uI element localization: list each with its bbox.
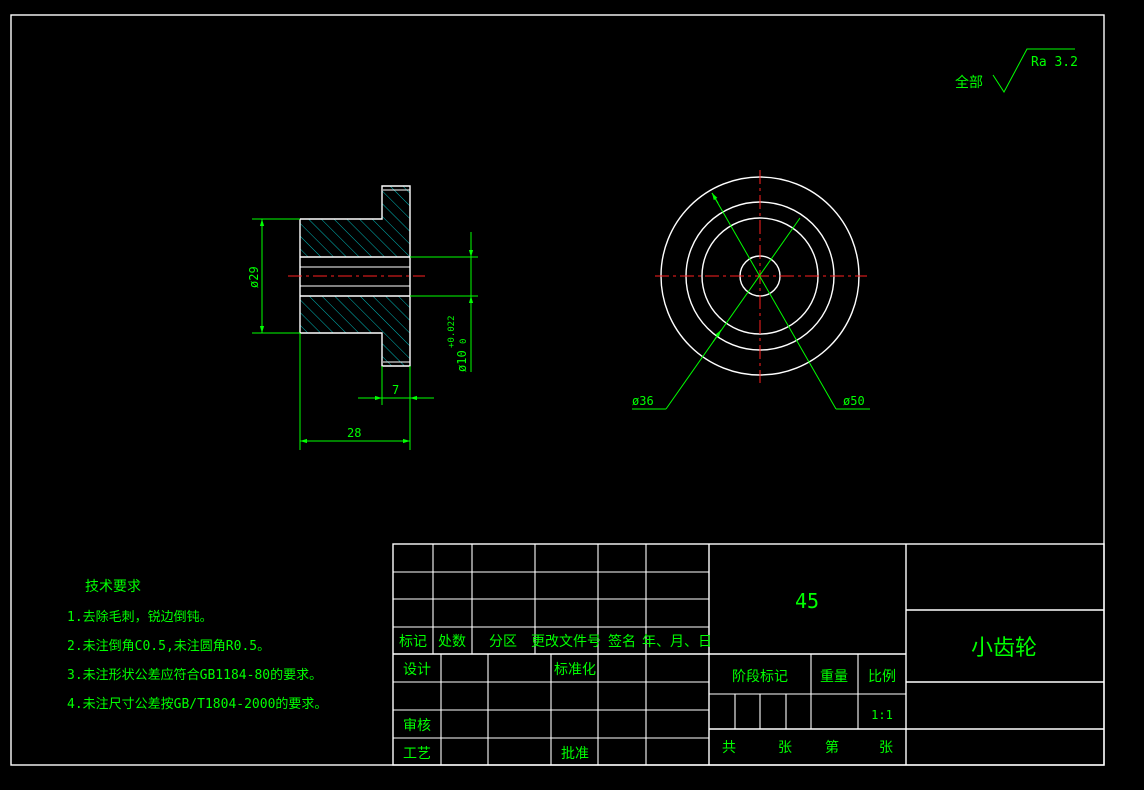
standardize-label: 标准化: [554, 662, 596, 678]
dim-tol-lower: 0: [459, 339, 469, 344]
dim-d36: ø36: [632, 394, 654, 408]
approve-label: 批准: [561, 746, 589, 762]
tech-requirements: 技术要求 1.去除毛刺，锐边倒钝。 2.未注倒角C0.5,未注圆角R0.5。 3…: [67, 579, 327, 712]
weight-label: 重量: [820, 669, 848, 685]
scale-label: 比例: [868, 669, 896, 685]
dim-d29: ø29: [247, 266, 261, 288]
tech-req-item: 2.未注倒角C0.5,未注圆角R0.5。: [67, 639, 270, 654]
surface-finish-symbol: 全部 Ra 3.2: [955, 48, 1078, 93]
dim-tol-upper: +0.022: [447, 315, 457, 348]
sheets-unit-label: 张: [778, 740, 792, 756]
design-label: 设计: [403, 662, 431, 678]
material-value: 45: [795, 589, 819, 613]
rev-header: 分区: [489, 634, 517, 650]
section-view: ø29 ø10 +0.022 0 7 28: [247, 185, 478, 450]
end-view: ø36 ø50: [632, 170, 870, 410]
dim-d50: ø50: [843, 394, 865, 408]
sheets-total-label: 共: [722, 740, 736, 756]
sheet-no-label: 第: [825, 739, 839, 756]
dim-len7: 7: [392, 383, 399, 397]
process-label: 工艺: [403, 746, 431, 762]
dim-len28: 28: [347, 426, 361, 440]
surface-finish-label: 全部: [955, 74, 983, 91]
rev-header: 更改文件号: [531, 634, 601, 650]
rev-header: 年、月、日: [642, 634, 712, 650]
dim-d10: ø10: [455, 350, 469, 372]
scale-value: 1:1: [871, 708, 893, 722]
tech-req-item: 3.未注形状公差应符合GB1184-80的要求。: [67, 667, 322, 683]
rev-header: 处数: [438, 634, 466, 650]
title-block: 45 小齿轮 标记 处数 分区 更改文件号 签名 年、月、日 设计 标准化 审核…: [392, 543, 1105, 766]
surface-finish-value: Ra 3.2: [1031, 55, 1078, 70]
stage-mark-label: 阶段标记: [732, 669, 788, 685]
tech-req-title: 技术要求: [85, 579, 141, 595]
tech-req-item: 1.去除毛刺，锐边倒钝。: [67, 610, 213, 625]
part-name: 小齿轮: [971, 636, 1037, 661]
tech-req-item: 4.未注尺寸公差按GB/T1804-2000的要求。: [67, 696, 327, 712]
review-label: 审核: [403, 718, 431, 734]
sheets-unit-label: 张: [879, 740, 893, 756]
rev-header: 标记: [399, 634, 427, 650]
rev-header: 签名: [608, 633, 636, 650]
